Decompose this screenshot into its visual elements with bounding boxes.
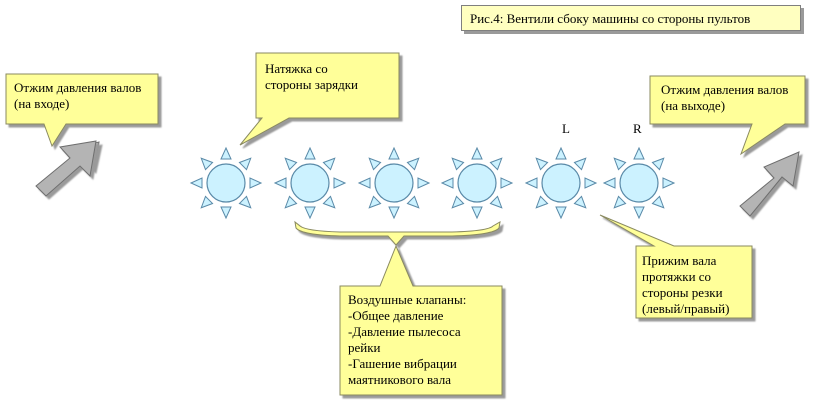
callout-air-valves-text: Воздушные клапаны: -Общее давление -Давл… [348, 292, 467, 387]
valve-ray [417, 177, 431, 189]
valve-ray [573, 157, 587, 171]
valve-disc [290, 163, 330, 203]
valve-ray [238, 195, 252, 209]
figure-title: Рис.4: Вентили сбоку машины со стороны п… [461, 5, 801, 31]
valve-ray [471, 206, 483, 220]
valve-ray [651, 195, 665, 209]
valve-ray [535, 195, 549, 209]
valve-symbol-valve-R [602, 146, 676, 220]
label-left: L [562, 121, 570, 136]
arrow-up-right-left-body [35, 140, 97, 197]
valve-ray [451, 195, 465, 209]
valve-ray [555, 146, 567, 160]
valve-ray [440, 177, 454, 189]
valve-ray [524, 177, 538, 189]
callout-tension-shape [239, 52, 400, 146]
valve-ray [500, 177, 514, 189]
valve-disc [457, 163, 497, 203]
arrow-up-right-right [739, 151, 800, 217]
valve-ray [388, 146, 400, 160]
valve-disc [619, 163, 659, 203]
valve-ray [238, 157, 252, 171]
valve-ray [489, 195, 503, 209]
valve-ray [322, 195, 336, 209]
valve-symbol-valve-3 [357, 146, 431, 220]
callout-air-valves-shape [339, 244, 503, 396]
callout-output-release-shape [649, 75, 806, 156]
valve-disc [541, 163, 581, 203]
valve-symbol-valve-2 [273, 146, 347, 220]
valve-ray [602, 177, 616, 189]
callout-roller-press-shape [599, 214, 753, 319]
valve-ray [368, 195, 382, 209]
valve-ray [368, 157, 382, 171]
valve-ray [471, 146, 483, 160]
valve-disc [374, 163, 414, 203]
valve-ray [220, 206, 232, 220]
valve-ray [322, 157, 336, 171]
valve-ray [333, 177, 347, 189]
callout-air-valves-brace [294, 220, 501, 246]
valve-ray [388, 206, 400, 220]
valve-ray [535, 157, 549, 171]
label-right: R [633, 121, 642, 136]
valve-ray [273, 177, 287, 189]
valve-ray [357, 177, 371, 189]
valve-ray [584, 177, 598, 189]
valve-ray [304, 206, 316, 220]
valve-ray [613, 157, 627, 171]
valve-ray [573, 195, 587, 209]
valves-layer [189, 146, 676, 220]
valve-ray [284, 195, 298, 209]
valve-symbol-valve-1 [189, 146, 263, 220]
valve-ray [406, 195, 420, 209]
valve-ray [489, 157, 503, 171]
valve-ray [220, 146, 232, 160]
valve-ray [633, 146, 645, 160]
valve-ray [555, 206, 567, 220]
valve-disc [206, 163, 246, 203]
valve-ray [406, 157, 420, 171]
valve-ray [189, 177, 203, 189]
valve-ray [651, 157, 665, 171]
valve-ray [304, 146, 316, 160]
callout-input-release-text: Отжим давления валов (на входе) [14, 80, 142, 111]
valve-ray [633, 206, 645, 220]
valve-symbol-valve-4 [440, 146, 514, 220]
valve-ray [200, 157, 214, 171]
valve-ray [284, 157, 298, 171]
valve-symbol-valve-L [524, 146, 598, 220]
valve-ray [451, 157, 465, 171]
callout-output-release-text: Отжим давления валов (на выходе) [661, 82, 789, 113]
callout-tension-text: Натяжка со стороны зарядки [265, 61, 358, 92]
valve-ray [200, 195, 214, 209]
callout-input-release-shape [5, 73, 159, 148]
valve-ray [662, 177, 676, 189]
valve-ray [249, 177, 263, 189]
callout-roller-press-text: Прижим вала протяжки со стороны резки (л… [642, 253, 730, 316]
valve-ray [613, 195, 627, 209]
